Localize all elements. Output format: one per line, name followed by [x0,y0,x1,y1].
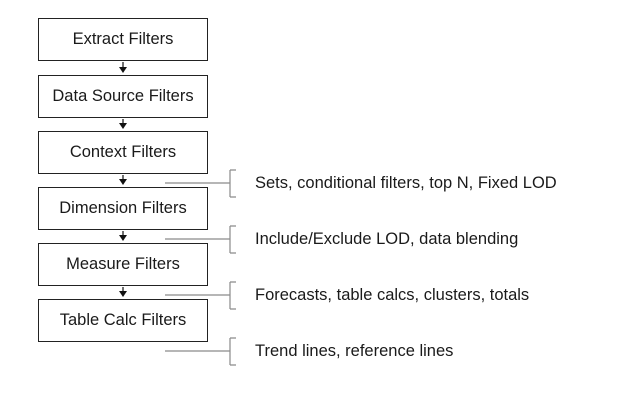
flow-arrow-2 [119,123,127,129]
connector-1 [165,169,236,198]
stage-extract-filters: Extract Filters [38,18,208,61]
annotation-connectors [165,169,236,366]
flow-arrows [119,62,127,297]
stage-table-calc-filters: Table Calc Filters [38,299,208,342]
note-trend-reference-lines: Trend lines, reference lines [255,342,454,360]
connector-4 [165,337,236,366]
note-sets-conditional: Sets, conditional filters, top N, Fixed … [255,174,557,192]
note-forecasts-table-calcs: Forecasts, table calcs, clusters, totals [255,286,530,304]
note-include-exclude-lod: Include/Exclude LOD, data blending [255,230,519,248]
flow-arrow-1 [119,67,127,73]
stage-data-source-filters: Data Source Filters [38,75,208,118]
flow-arrow-3 [119,179,127,185]
flow-arrow-4 [119,235,127,241]
connector-2 [165,225,236,254]
stage-dimension-filters: Dimension Filters [38,187,208,230]
stage-context-filters: Context Filters [38,131,208,174]
connector-3 [165,281,236,310]
stage-measure-filters: Measure Filters [38,243,208,286]
flow-arrow-5 [119,291,127,297]
